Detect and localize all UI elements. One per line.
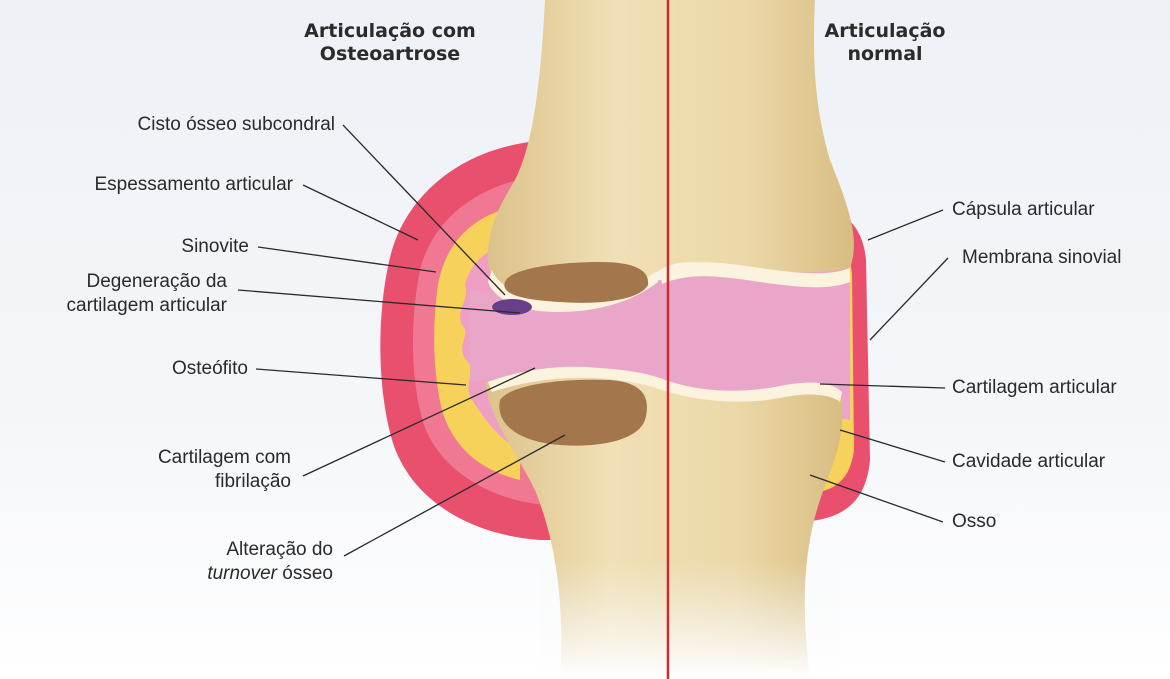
label-capsula: Cápsula articular [952,198,1095,222]
label-sinovite: Sinovite [181,235,249,259]
label-cartilagem-fibrilacao: Cartilagem com fibrilação [158,446,291,494]
title-right-line1: Articulação [780,20,990,43]
label-alteracao: Alteração do turnover ósseo [207,538,333,586]
label-degeneracao: Degeneração da cartilagem articular [67,270,228,318]
label-degeneracao-line2: cartilagem articular [67,294,228,318]
subchondral-cyst-lower [499,380,647,446]
label-alteracao-line1: Alteração do [207,538,333,562]
title-left-line2: Osteoartrose [270,43,510,66]
label-alteracao-rest: ósseo [277,563,333,584]
leader-espessamento [303,185,418,240]
label-degeneracao-line1: Degeneração da [67,270,228,294]
label-fibrilacao-line2: fibrilação [158,470,291,494]
title-normal: Articulação normal [780,20,990,66]
label-fibrilacao-line1: Cartilagem com [158,446,291,470]
leader-capsula [868,210,943,240]
title-right-line2: normal [780,43,990,66]
label-cartilagem: Cartilagem articular [952,376,1117,400]
title-osteoarthritis: Articulação com Osteoartrose [270,20,510,66]
label-cavidade: Cavidade articular [952,450,1105,474]
label-espessamento: Espessamento articular [94,173,293,197]
label-alteracao-line2: turnover ósseo [207,562,333,586]
leader-membrana [870,258,948,340]
label-membrana: Membrana sinovial [962,246,1121,270]
title-left-line1: Articulação com [270,20,510,43]
bottom-fade [540,560,840,679]
label-osteofito: Osteófito [172,357,248,381]
label-osso: Osso [952,510,996,534]
label-alteracao-italic: turnover [207,563,277,584]
label-cisto: Cisto ósseo subcondral [138,113,336,137]
